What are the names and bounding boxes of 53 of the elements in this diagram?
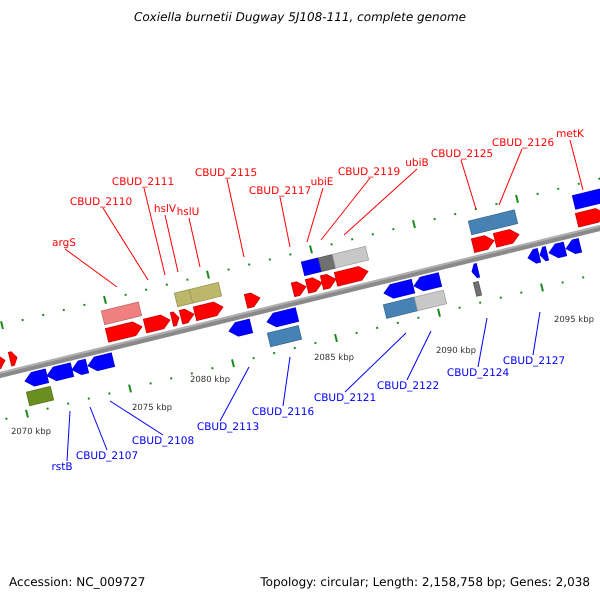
scale-label: 2085 kbp	[314, 353, 354, 363]
leader-line	[280, 196, 290, 248]
gene-label: CBUD_2111	[112, 176, 174, 188]
gene-label: CBUD_2116	[252, 406, 314, 418]
gene-label: CBUD_2124	[446, 367, 510, 379]
leader-line	[110, 400, 164, 436]
gene-label: ubiE	[310, 176, 334, 188]
leader-line	[532, 312, 540, 356]
gene-label: hslU	[176, 206, 200, 218]
gene-label: CBUD_2107	[76, 450, 138, 462]
leader-line	[478, 318, 488, 368]
gene-label: CBUD_2121	[314, 392, 376, 404]
leader-line	[460, 160, 476, 210]
genome-info-text: Topology: circular; Length: 2,158,758 bp; Genes: 2,038	[260, 575, 590, 589]
leader-line	[320, 178, 370, 240]
gene-label: CBUD_2122	[376, 380, 440, 392]
gene-label: CBUD_2117	[248, 185, 312, 197]
leader-line	[66, 410, 70, 462]
gene-label: hslV	[154, 203, 176, 215]
gene-label: CBUD_2113	[196, 421, 260, 433]
accession-text: Accession: NC_009727	[9, 575, 146, 589]
leader-line	[102, 208, 148, 280]
gene-label: CBUD_2115	[194, 167, 258, 179]
gene-label: CBUD_2108	[132, 435, 194, 447]
leader-line	[282, 356, 290, 406]
gene-label: metK	[556, 128, 584, 140]
leader-line	[226, 178, 244, 258]
gene-label: CBUD_2127	[502, 355, 566, 367]
scale-label: 2095 kbp	[554, 315, 594, 325]
leader-line	[144, 188, 166, 276]
leader-line	[164, 214, 178, 272]
scale-label: 2070 kbp	[10, 427, 52, 437]
leader-line	[570, 140, 584, 190]
leader-line	[306, 188, 324, 242]
gene-label: CBUD_2119	[338, 166, 400, 178]
gene-label: CBUD_2126	[492, 137, 554, 149]
leader-line	[220, 366, 250, 422]
gene-label: rstB	[51, 461, 73, 473]
scale-label: 2090 kbp	[436, 346, 476, 356]
scale-label: 2075 kbp	[132, 403, 172, 413]
scale-label: 2080 kbp	[190, 375, 230, 385]
leader-line	[90, 406, 108, 450]
leader-line	[64, 248, 118, 288]
leader-line	[498, 148, 522, 206]
gene-label: CBUD_2110	[70, 196, 132, 208]
gene-label: argS	[52, 237, 76, 249]
leader-line	[188, 218, 200, 268]
title: Coxiella burnetii Dugway 5J108-111, complete genome	[132, 10, 468, 24]
leader-line	[406, 330, 432, 380]
gene-label: ubiB	[405, 157, 429, 169]
leader-line	[344, 332, 406, 392]
leader-line	[344, 168, 418, 236]
gene-label: CBUD_2125	[430, 148, 494, 160]
